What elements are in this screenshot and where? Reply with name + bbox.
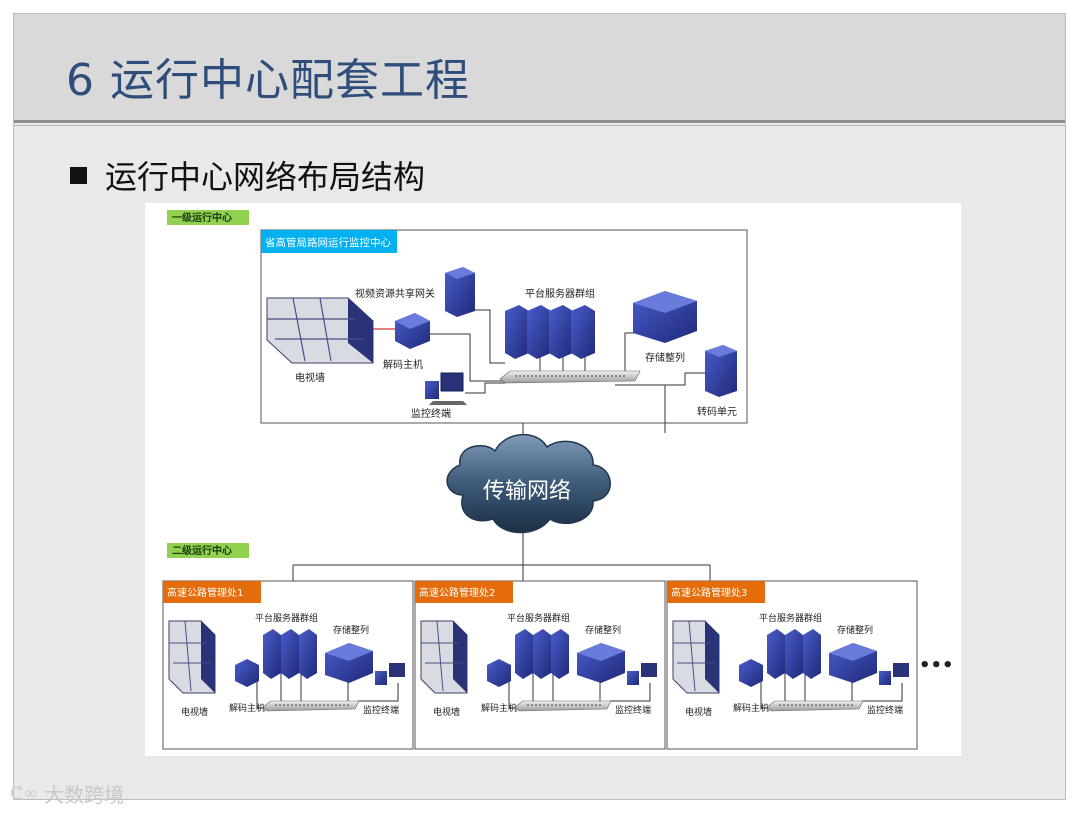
decoder-icon xyxy=(395,313,430,349)
watermark-text: 大数跨境 xyxy=(44,783,125,807)
tv-wall-icon xyxy=(672,620,720,694)
terminal-label: 监控终端 xyxy=(363,704,399,716)
tv-wall-icon xyxy=(420,620,468,694)
storage-label: 存储整列 xyxy=(645,351,685,364)
bullet-square-icon xyxy=(70,166,87,184)
decoder-label: 解码主机 xyxy=(481,702,517,714)
tv-wall-label: 电视墙 xyxy=(295,371,325,384)
network-cloud: 传输网络 xyxy=(446,433,611,534)
slide-title: 6 运行中心配套工程 xyxy=(66,55,470,106)
gateway-server-icon xyxy=(445,267,475,317)
storage-label: 存储整列 xyxy=(837,624,873,636)
server-group-icon xyxy=(505,305,595,359)
server-group-label: 平台服务器群组 xyxy=(525,287,595,300)
branch-title: 高速公路管理处1 xyxy=(167,586,243,599)
title-divider xyxy=(14,120,1065,123)
level1-center: 省高管局路网运行监控中心 xyxy=(260,229,748,433)
transcoder-label: 转码单元 xyxy=(697,405,737,418)
level2-tag-label: 二级运行中心 xyxy=(172,544,232,557)
decoder-icon xyxy=(487,659,511,687)
decoder-icon xyxy=(235,659,259,687)
monitor-terminal-icon xyxy=(425,372,467,405)
center-title: 省高管局路网运行监控中心 xyxy=(265,236,391,249)
branch-title: 高速公路管理处2 xyxy=(419,586,495,599)
tv-wall-icon xyxy=(266,297,374,364)
level1-tag: 一级运行中心 xyxy=(167,210,249,225)
tv-wall-label: 电视墙 xyxy=(181,706,208,718)
watermark: ᕦ∞ 大数跨境 xyxy=(10,779,124,808)
monitor-terminal-icon xyxy=(879,663,909,685)
decoder-label: 解码主机 xyxy=(229,702,265,714)
storage-array-icon xyxy=(325,643,373,683)
branch-title: 高速公路管理处3 xyxy=(671,586,747,599)
more-branches-indicator: ••• xyxy=(919,655,954,676)
gateway-label: 视频资源共享网关 xyxy=(355,287,435,300)
slide: 6 运行中心配套工程 运行中心网络布局结构 xyxy=(13,13,1066,800)
bullet-text: 运行中心网络布局结构 xyxy=(105,158,426,196)
level1-tag-label: 一级运行中心 xyxy=(172,211,232,224)
switch-icon xyxy=(262,700,360,712)
server-group-icon xyxy=(515,629,569,679)
bullet-item: 运行中心网络布局结构 xyxy=(70,152,425,198)
network-label: 传输网络 xyxy=(483,479,571,504)
switch-icon xyxy=(514,700,612,712)
monitor-terminal-icon xyxy=(627,663,657,685)
server-group-label: 平台服务器群组 xyxy=(759,612,822,624)
terminal-label: 监控终端 xyxy=(411,407,451,420)
switch-icon xyxy=(766,700,864,712)
server-group-label: 平台服务器群组 xyxy=(507,612,570,624)
server-group-icon xyxy=(767,629,821,679)
storage-label: 存储整列 xyxy=(333,624,369,636)
decoder-label: 解码主机 xyxy=(383,358,423,371)
decoder-icon xyxy=(739,659,763,687)
network-diagram: 一级运行中心 省高管局路网运行监控中心 xyxy=(145,203,961,756)
terminal-label: 监控终端 xyxy=(615,704,651,716)
storage-label: 存储整列 xyxy=(585,624,621,636)
switch-icon xyxy=(499,370,641,384)
tv-wall-label: 电视墙 xyxy=(685,706,712,718)
title-bar: 6 运行中心配套工程 xyxy=(14,14,1065,120)
server-group-label: 平台服务器群组 xyxy=(255,612,318,624)
storage-array-icon xyxy=(577,643,625,683)
tv-wall-label: 电视墙 xyxy=(433,706,460,718)
distribution-lines xyxy=(292,533,711,581)
transcoder-icon xyxy=(705,345,737,397)
storage-array-icon xyxy=(633,291,697,343)
tv-wall-icon xyxy=(168,620,216,694)
decoder-label: 解码主机 xyxy=(733,702,769,714)
level2-tag: 二级运行中心 xyxy=(167,543,249,558)
title-divider-thin xyxy=(14,125,1065,126)
monitor-terminal-icon xyxy=(375,663,405,685)
storage-array-icon xyxy=(829,643,877,683)
watermark-logo-icon: ᕦ∞ xyxy=(10,783,39,804)
terminal-label: 监控终端 xyxy=(867,704,903,716)
server-group-icon xyxy=(263,629,317,679)
